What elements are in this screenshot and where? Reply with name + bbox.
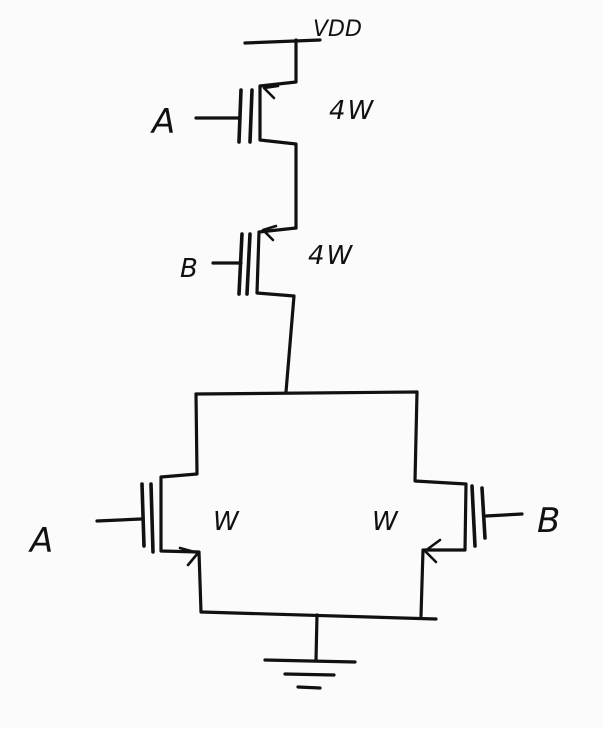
nmos-right-size-label: W: [372, 507, 400, 537]
nmos-right-gate-label: B: [537, 501, 560, 541]
output-node-bar: [194, 390, 419, 396]
nmos-left-gate-label: A: [28, 521, 53, 561]
nmos-left-size-label: W: [213, 507, 241, 537]
nmos-left-transistor: A W: [28, 392, 241, 614]
pmos-bottom-transistor: B 4W: [180, 224, 354, 394]
pmos-bottom-size-label: 4W: [308, 241, 354, 271]
pmos-bottom-gate-label: B: [180, 254, 198, 284]
pmos-top-gate-label: A: [150, 102, 175, 142]
pmos-top-transistor: A 4W: [150, 38, 375, 230]
nmos-right-transistor: B W: [372, 390, 560, 618]
pmos-top-arrow: [262, 84, 280, 100]
vdd-rail: VDD: [243, 17, 362, 45]
vdd-label: VDD: [313, 17, 362, 42]
pmos-bottom-arrow: [261, 224, 278, 242]
ground-connection: [199, 610, 438, 690]
nmos-right-arrow: [423, 538, 442, 564]
pmos-top-size-label: 4W: [329, 96, 375, 126]
nmos-left-arrow: [178, 546, 200, 567]
